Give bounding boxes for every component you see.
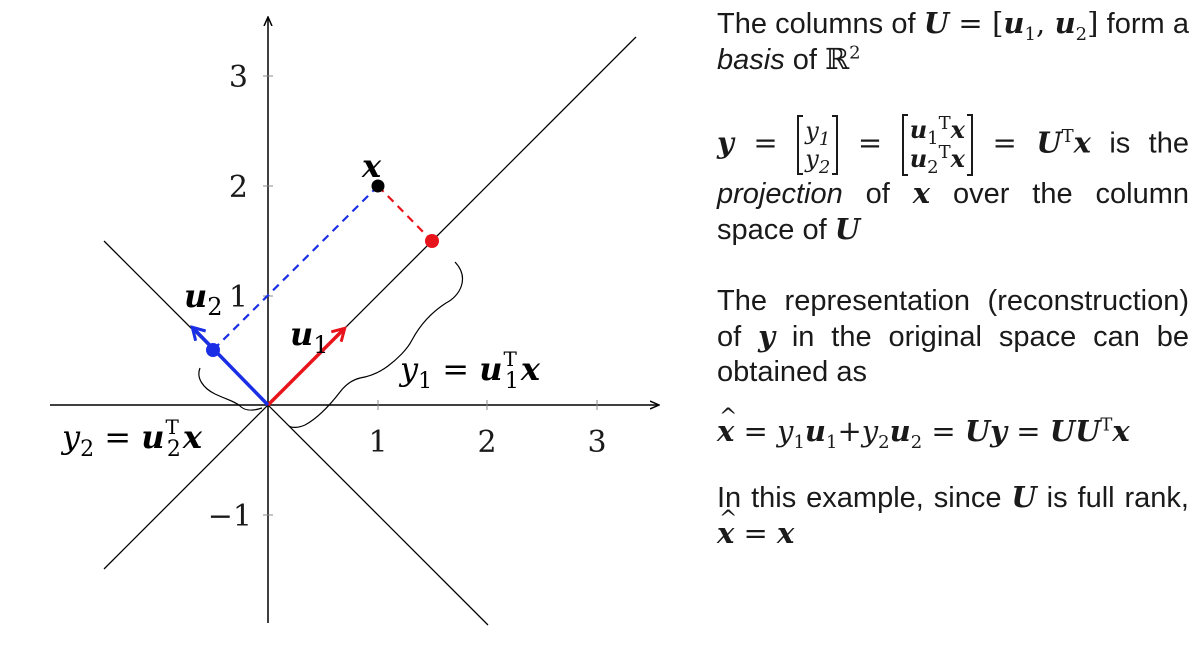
point-x bbox=[371, 179, 385, 193]
vector-u2-label: u2 bbox=[184, 277, 223, 321]
y-tick-label: 3 bbox=[229, 60, 248, 95]
vector-u2-arrow bbox=[193, 328, 270, 407]
y-tick-label: −1 bbox=[208, 499, 252, 534]
projection-point-blue bbox=[206, 343, 220, 357]
projection-point-red bbox=[425, 234, 439, 248]
paragraph-basis: The columns of U = [u1, u2] form a basis… bbox=[717, 6, 1189, 76]
point-x-label: x bbox=[361, 147, 382, 185]
reconstruction-equation: x = y1u1+y2u2 = Uy = UUTx bbox=[717, 400, 1189, 451]
y-tick-label: 2 bbox=[229, 170, 248, 205]
explanation-panel: The columns of U = [u1, u2] form a basis… bbox=[717, 6, 1189, 588]
x-tick-label: 3 bbox=[587, 425, 606, 460]
vector-u1-label: u1 bbox=[290, 315, 329, 359]
y-tick-label: 1 bbox=[229, 280, 248, 315]
dashed-x-to-red bbox=[377, 185, 433, 242]
x-tick-label: 1 bbox=[368, 425, 387, 460]
axis-ticks bbox=[263, 75, 598, 516]
vector-u1-arrow bbox=[266, 329, 344, 407]
line-span-u1 bbox=[103, 36, 637, 570]
x-tick-label: 2 bbox=[477, 425, 496, 460]
dashed-x-to-blue bbox=[212, 185, 379, 351]
line-span-u2 bbox=[103, 240, 489, 626]
brace-y2 bbox=[198, 367, 263, 411]
paragraph-reconstruction: The representation (reconstruction) of y… bbox=[717, 285, 1189, 388]
paragraph-full-rank: In this example, since U is full rank, x… bbox=[717, 480, 1189, 552]
brace-y1 bbox=[288, 261, 464, 428]
